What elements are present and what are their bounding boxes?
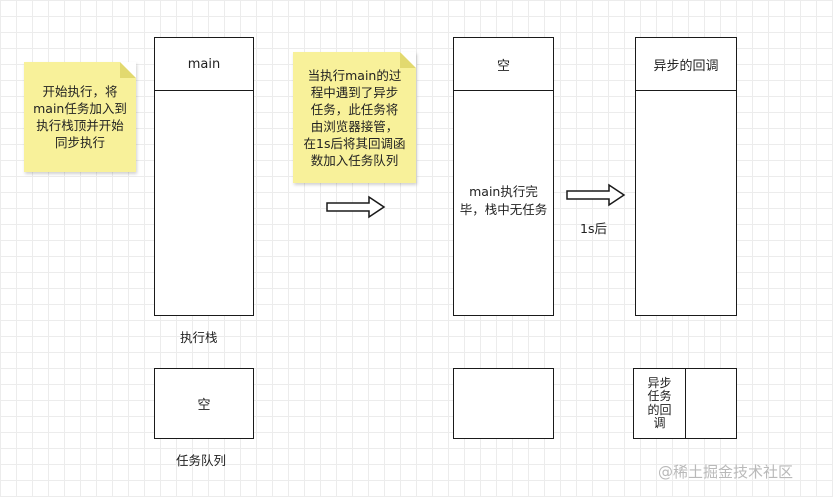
note-async-text: 当执行main的过 程中遇到了异步 任务，此任务将 由浏览器接管， 在1s后将其… [303,67,406,168]
hollow-arrow-2 [566,183,626,207]
task-queue-label: 任务队列 [176,453,227,468]
task-queue-3-item: 异步 任务 的回 调 [634,369,686,438]
call-stack-1-header-text: main [187,56,221,72]
call-stack-3: 异步的回调 [635,37,737,316]
call-stack-1-header: main [155,38,253,91]
task-queue-1-content: 空 [197,398,211,413]
task-queue-1: 空 [154,368,254,439]
call-stack-2-body-text: main执行完 毕，栈中无任务 [459,184,548,217]
call-stack-3-header: 异步的回调 [636,38,736,91]
task-queue-2 [453,368,554,439]
call-stack-1: main [154,37,254,316]
sticky-note-async: 当执行main的过 程中遇到了异步 任务，此任务将 由浏览器接管， 在1s后将其… [293,52,416,183]
call-stack-label: 执行栈 [180,330,218,345]
note-fold-corner [400,52,416,68]
sticky-note-start: 开始执行，将 main任务加入到 执行栈顶并开始 同步执行 [24,62,136,172]
one-second-later-label: 1s后 [580,221,607,236]
call-stack-2-header: 空 [454,38,553,91]
task-queue-3-item-text: 异步 任务 的回 调 [647,375,672,430]
call-stack-2-header-text: 空 [496,58,510,74]
call-stack-2: 空 main执行完 毕，栈中无任务 [453,37,554,316]
note-fold-corner [120,62,136,78]
call-stack-3-header-text: 异步的回调 [653,58,719,74]
note-start-text: 开始执行，将 main任务加入到 执行栈顶并开始 同步执行 [33,84,127,150]
watermark: @稀土掘金技术社区 [658,463,794,481]
hollow-arrow-1 [326,195,386,219]
task-queue-3: 异步 任务 的回 调 [633,368,737,439]
